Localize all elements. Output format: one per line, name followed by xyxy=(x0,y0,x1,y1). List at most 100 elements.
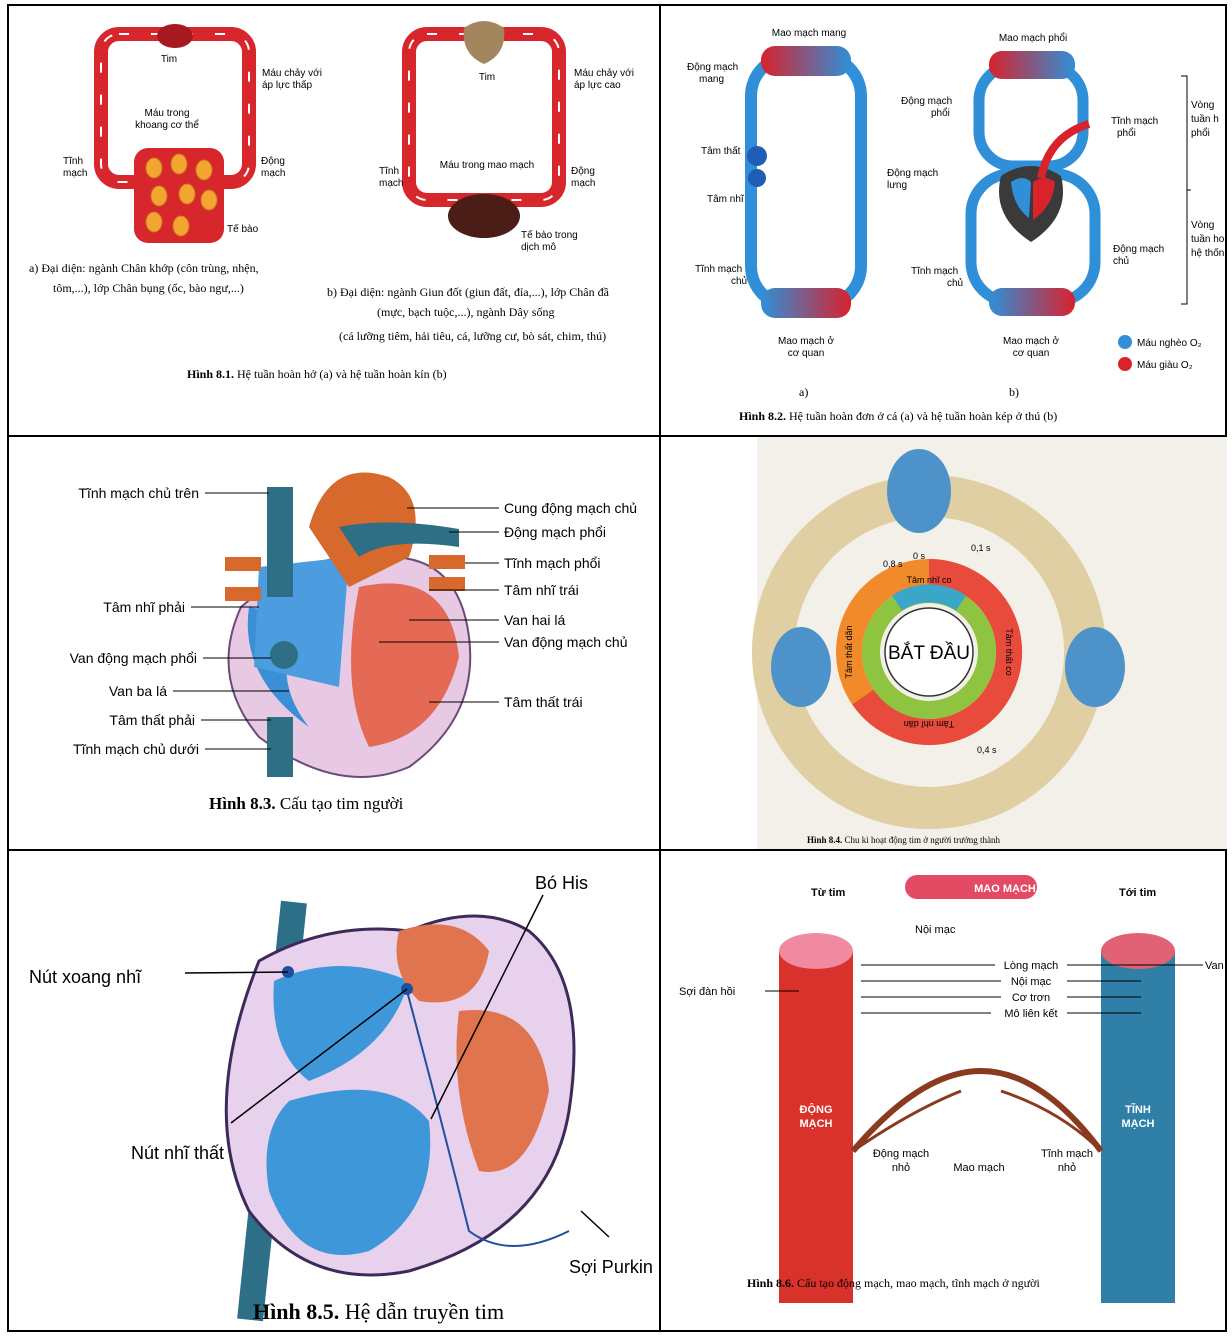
label-mau-trong-2: khoang cơ thể xyxy=(135,119,199,131)
artery-lumen xyxy=(779,933,853,969)
panel-hinh-8-3: Tĩnh mạch chủ trên Tâm nhĩ phải Van động… xyxy=(9,437,659,849)
gill-capillaries xyxy=(761,46,851,76)
label-tam-nhi: Tâm nhĩ xyxy=(707,194,745,205)
panel-hinh-8-4: BẮT ĐẦU 0 s 0,1 s 0,8 s 0,4 s Tâm nhĩ co… xyxy=(661,437,1227,849)
label-van-dong-mach-chu: Van động mạch chủ xyxy=(504,634,628,650)
label-dong-mach-a-2: mạch xyxy=(261,168,285,179)
pulmonary-vein-4 xyxy=(225,587,261,601)
label-nut-xoang-nhi: Nút xoang nhĩ xyxy=(29,967,142,987)
lung-capillaries xyxy=(989,51,1075,79)
label-van: Van xyxy=(1205,960,1224,972)
label-a: a) xyxy=(799,385,808,399)
label-soi-purkin: Sợi Purkin xyxy=(569,1257,653,1277)
label-tinh-mach-chu-a-2: chủ xyxy=(731,275,747,287)
label-dong-mach-chu-1: Động mạch xyxy=(1113,244,1164,255)
panel-hinh-8-2: Mao mạch mang Mao mạch phổi Động mạch ma… xyxy=(661,6,1227,435)
label-dong-mach-nho-1: Động mạch xyxy=(873,1148,929,1160)
label-mau-mao-mach: Máu trong mao mạch xyxy=(440,160,535,171)
label-tinh-mach-chu-b-1: Tĩnh mạch xyxy=(911,266,958,277)
open-closed-circulation-diagram: Tim Máu chảy với áp lực thấp Máu trong k… xyxy=(9,6,659,435)
label-noi-mac: Nội mạc xyxy=(1011,976,1052,988)
label-t08: 0,8 s xyxy=(883,559,903,569)
fig-caption-8-5: Hình 8.5. Hệ dẫn truyền tim xyxy=(253,1299,504,1324)
caption-b-1: b) Đại diện: ngành Giun đốt (giun đất, đ… xyxy=(327,285,610,299)
label-tam-that: Tâm thất xyxy=(701,145,741,157)
superior-vena-cava xyxy=(267,487,293,597)
loop-brace xyxy=(1181,76,1191,304)
organ-capillaries-a xyxy=(761,288,851,318)
vein-lumen xyxy=(1101,933,1175,969)
label-tam-nhi-phai: Tâm nhĩ phải xyxy=(103,599,185,615)
label-tinh-mach-phoi-1: Tĩnh mạch xyxy=(1111,116,1158,127)
heart-shape-a xyxy=(157,24,193,48)
pulmonary-valve xyxy=(270,641,298,669)
label-tinh-mach-a-2: mạch xyxy=(63,168,87,179)
organ-capillaries-b xyxy=(989,288,1075,316)
label-van-dong-mach-phoi: Van động mạch phổi xyxy=(70,650,197,666)
label-dong-mach-lung-1: Động mạch xyxy=(887,168,938,179)
label-dong-mach-lung-2: lưng xyxy=(887,180,907,191)
inferior-vena-cava xyxy=(267,717,293,777)
label-mau-chay-a-2: áp lực thấp xyxy=(262,79,312,91)
human-heart-structure-diagram: Tĩnh mạch chủ trên Tâm nhĩ phải Van động… xyxy=(9,437,659,849)
label-dong-mach-1: ĐỘNG xyxy=(800,1103,833,1116)
label-tinh-mach-1: TĨNH xyxy=(1125,1103,1151,1116)
label-dong-mach-2: MẠCH xyxy=(800,1118,833,1130)
label-tinh-mach-chu-b-2: chủ xyxy=(947,277,963,289)
heart-shape-b xyxy=(464,21,505,64)
capillary-branches xyxy=(853,1091,1101,1151)
label-co-tron: Cơ trơn xyxy=(1012,992,1050,1004)
label-tam-that-co: Tâm thất co xyxy=(1004,628,1014,676)
caption-b-3: (cá lưỡng tiêm, hải tiêu, cá, lưỡng cư, … xyxy=(339,329,606,343)
vessel-structure-diagram: MAO MẠCH Nội mạc Từ tim Tới tim Lòng mạc… xyxy=(661,851,1227,1334)
label-tinh-mach-phoi-2: phổi xyxy=(1117,127,1136,139)
legend-rich-label: Máu giàu O₂ xyxy=(1137,360,1193,371)
label-bo-his: Bó His xyxy=(535,873,588,893)
label-toi-tim: Tới tim xyxy=(1119,887,1156,899)
label-dong-mach-nho-2: nhỏ xyxy=(892,1162,910,1174)
legend-poor-swatch xyxy=(1118,335,1132,349)
fish-ventricle xyxy=(747,146,767,166)
panel-hinh-8-5: Bó His Nút xoang nhĩ Nút nhĩ thất Sợi Pu… xyxy=(9,851,659,1334)
label-tinh-mach-chu-a-1: Tĩnh mạch xyxy=(695,264,742,275)
label-b: b) xyxy=(1009,385,1019,399)
label-dong-mach-chu-2: chủ xyxy=(1113,255,1129,267)
label-dong-mach-phoi: Động mạch phổi xyxy=(504,524,606,540)
label-tu-tim: Từ tim xyxy=(811,887,845,899)
label-mao-mach-phoi: Mao mạch phổi xyxy=(999,32,1067,44)
single-double-circulation-diagram: Mao mạch mang Mao mạch phổi Động mạch ma… xyxy=(661,6,1227,435)
fig-caption-8-6: Hình 8.6. Cấu tạo động mạch, mao mạch, t… xyxy=(747,1276,1040,1290)
figure-grid: Tim Máu chảy với áp lực thấp Máu trong k… xyxy=(7,4,1227,1332)
fig-caption-8-3: Hình 8.3. Cấu tạo tim người xyxy=(209,794,404,813)
label-mao-mach-co-quan-b-2: cơ quan xyxy=(1013,348,1050,359)
caption-a-1: a) Đại diện: ngành Chân khớp (côn trùng,… xyxy=(29,261,259,275)
label-mao-mach-co-quan-a-1: Mao mạch ở xyxy=(778,335,834,347)
caption-b-2: (mực, bạch tuộc,...), ngành Dây sống xyxy=(377,305,554,319)
label-tinh-mach-chu-tren: Tĩnh mạch chủ trên xyxy=(78,485,199,501)
label-mau-trong-1: Máu trong xyxy=(144,108,189,119)
label-vong-2-2: tuần ho xyxy=(1191,233,1225,245)
label-t0: 0 s xyxy=(913,551,926,561)
label-tam-nhi-co: Tâm nhĩ co xyxy=(906,575,951,585)
label-noi-mac-top: Nội mạc xyxy=(915,924,956,936)
heart-conduction-diagram: Bó His Nút xoang nhĩ Nút nhĩ thất Sợi Pu… xyxy=(9,851,659,1334)
heart-left-icon xyxy=(771,627,831,707)
label-dong-mach-b-2: mạch xyxy=(571,178,595,189)
label-tinh-mach-b-1: Tĩnh xyxy=(379,166,399,177)
heart-top-icon xyxy=(887,449,951,533)
label-mau-chay-a-1: Máu chảy với xyxy=(262,68,322,79)
cardiac-cycle-diagram: BẮT ĐẦU 0 s 0,1 s 0,8 s 0,4 s Tâm nhĩ co… xyxy=(661,437,1227,849)
label-van-hai-la: Van hai lá xyxy=(504,612,565,628)
caption-a-2: tôm,...), lớp Chân bụng (ốc, bào ngư,...… xyxy=(53,281,244,295)
label-dong-mach-a-1: Động xyxy=(261,156,285,167)
label-tim-b: Tim xyxy=(479,72,495,83)
label-dong-mach-phoi-2: phổi xyxy=(931,107,950,119)
legend-poor-label: Máu nghèo O₂ xyxy=(1137,338,1202,349)
label-tam-that-phai: Tâm thất phải xyxy=(109,712,195,728)
label-mao-mach-co-quan-b-1: Mao mạch ở xyxy=(1003,335,1059,347)
label-vong-2-3: hệ thốn xyxy=(1191,247,1224,259)
label-dong-mach-phoi-1: Động mạch xyxy=(901,96,952,107)
label-vong-1-2: tuần h xyxy=(1191,113,1219,125)
pulmonary-loop xyxy=(979,66,1083,166)
label-t04: 0,4 s xyxy=(977,745,997,755)
